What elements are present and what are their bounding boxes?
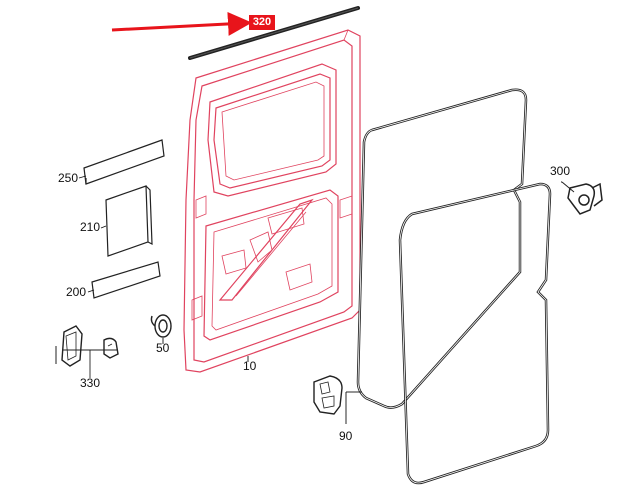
part-90-retainer[interactable] xyxy=(313,375,343,415)
label-90[interactable]: 90 xyxy=(339,429,353,443)
label-10[interactable]: 10 xyxy=(243,359,257,373)
seal-frame-outer[interactable] xyxy=(356,88,528,409)
part-250-pad-strip[interactable] xyxy=(83,139,165,185)
label-50[interactable]: 50 xyxy=(156,341,170,355)
part-210-pad-panel[interactable] xyxy=(105,185,153,257)
label-300[interactable]: 300 xyxy=(550,164,571,178)
part-300-clip[interactable] xyxy=(561,181,603,215)
highlight-arrow xyxy=(111,11,252,36)
leader-lines xyxy=(78,175,562,424)
label-330[interactable]: 330 xyxy=(80,376,101,390)
label-200[interactable]: 200 xyxy=(66,285,87,299)
part-10-door-shell[interactable] xyxy=(183,29,361,373)
label-320[interactable]: 320 xyxy=(249,15,275,30)
seal-frame-inner[interactable] xyxy=(398,182,552,485)
part-320-seal-strip[interactable] xyxy=(188,6,360,60)
part-50-grommet[interactable] xyxy=(150,314,172,338)
part-200-pad-strip[interactable] xyxy=(91,261,161,299)
label-210[interactable]: 210 xyxy=(80,220,101,234)
part-330-clip-holder[interactable] xyxy=(55,325,119,378)
label-250[interactable]: 250 xyxy=(58,171,79,185)
